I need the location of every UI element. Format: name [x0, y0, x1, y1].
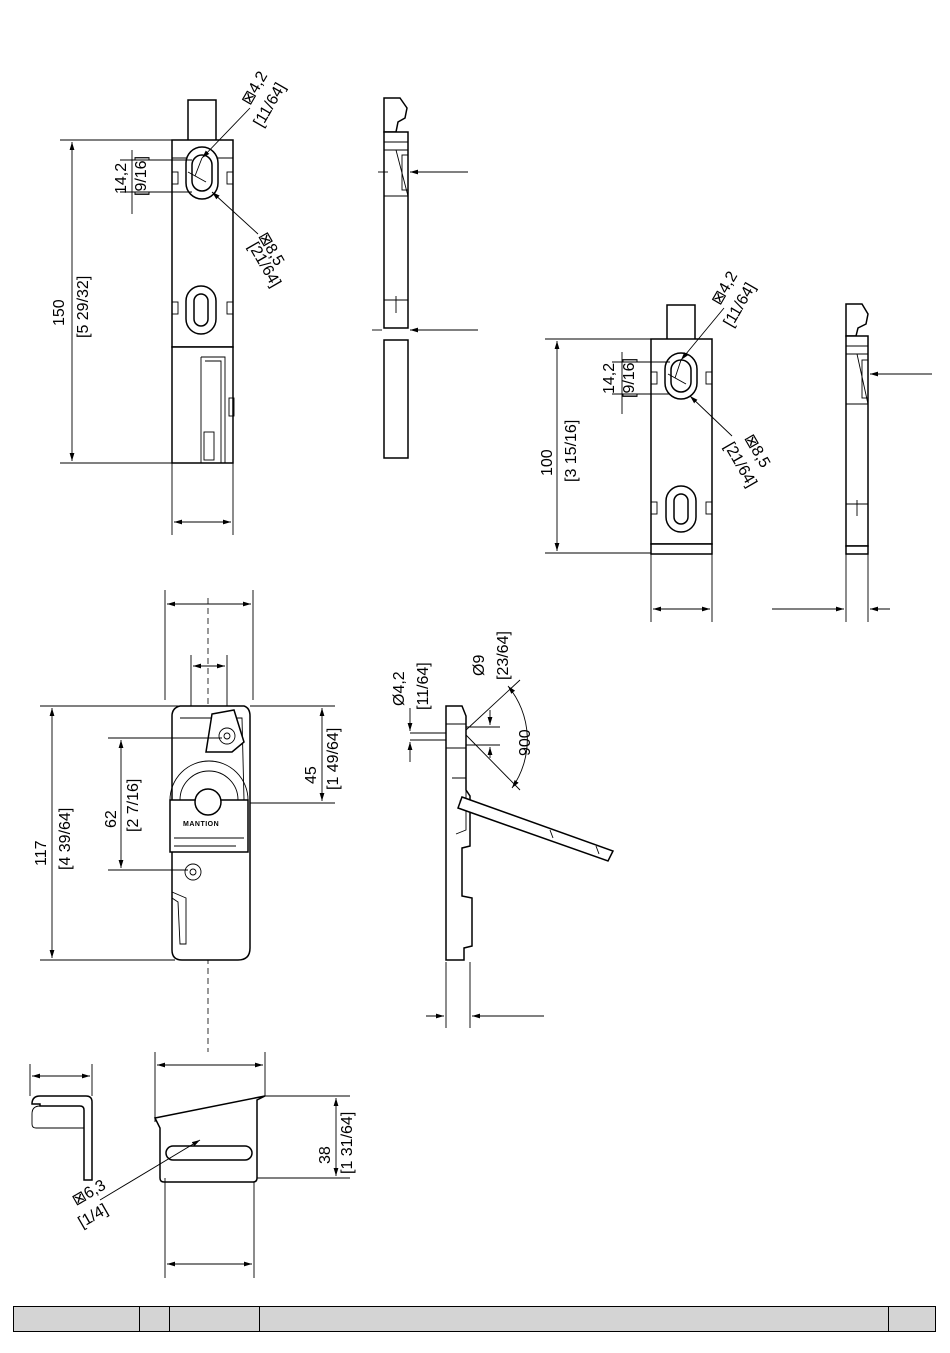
bracket-side-view [30, 1064, 92, 1180]
side-angle: 900 [517, 729, 534, 756]
rail-150-pitch-mm: 14,2 [113, 163, 130, 194]
side-hole-inch: [11/64] [415, 662, 432, 710]
rail-100-side-view [772, 304, 932, 622]
rail-100-pitch-inch: [9/16] [621, 358, 638, 398]
title-cell-2 [140, 1307, 170, 1331]
title-cell-1 [14, 1307, 140, 1331]
rail-150-pitch-inch: [9/16] [133, 156, 150, 196]
rail-100-pitch-mm: 14,2 [601, 363, 618, 394]
bracket-top-view [100, 1052, 350, 1278]
rail-150-length-mm: 150 [51, 299, 68, 326]
rail-100-front-view [651, 305, 712, 554]
lock-top-inch: [1 49/64] [325, 728, 342, 790]
title-cell-3 [170, 1307, 260, 1331]
side-pin-inch: [23/64] [495, 631, 512, 680]
rail-150-length-inch: [5 29/32] [75, 276, 92, 338]
lock-front-view: MANTION [165, 590, 253, 1052]
rail-150-side-view [372, 98, 478, 458]
lock-mid-inch: [2 7/16] [125, 779, 142, 832]
brand-label: MANTION [183, 821, 219, 828]
side-hole-mm: Ø4,2 [391, 671, 408, 706]
lock-height-mm: 117 [33, 840, 50, 866]
rail-150-front-view [172, 100, 234, 463]
technical-drawing: 150 [5 29/32] 14,2 [9/16] ⊠4,2 [11/64] ⊠… [0, 0, 950, 1300]
bracket-height-mm: 38 [317, 1146, 334, 1164]
lock-mid-mm: 62 [103, 810, 120, 828]
title-block [13, 1306, 936, 1332]
title-cell-4 [260, 1307, 889, 1331]
rail-100-length-inch: [3 15/16] [563, 420, 580, 482]
lock-height-inch: [4 39/64] [57, 808, 74, 870]
rail-100-length-mm: 100 [539, 449, 556, 476]
lock-side-view [410, 680, 613, 1028]
lock-top-mm: 45 [303, 766, 320, 784]
side-pin-mm: Ø9 [471, 655, 488, 676]
title-cell-5 [889, 1307, 935, 1331]
bracket-height-inch: [1 31/64] [339, 1112, 356, 1174]
